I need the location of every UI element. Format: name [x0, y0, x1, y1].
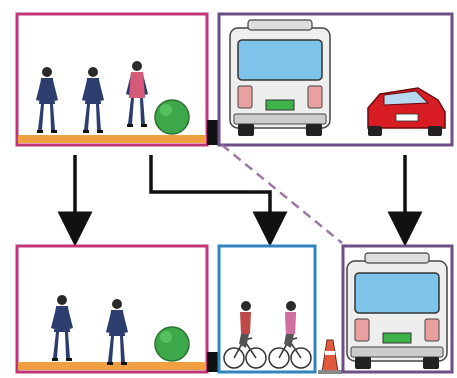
bus-icon [229, 19, 331, 137]
pedestrian-icon [126, 61, 148, 127]
car-icon [367, 87, 446, 136]
shrub-icon [154, 99, 190, 135]
dashed-reallocation-line [221, 144, 343, 244]
curb-block [207, 352, 219, 372]
bottom-bicycle-panel [217, 244, 317, 374]
down-arrow-icon [149, 155, 288, 247]
bottom-bus-panel [341, 244, 454, 374]
shrub-icon [154, 326, 190, 362]
top-pedestrian-panel [15, 12, 209, 147]
top-vehicle-panel [217, 12, 454, 147]
bicycle-icon [268, 300, 312, 369]
bottom-pedestrian-panel [15, 244, 209, 374]
curb-block [207, 120, 219, 145]
bus-icon [346, 252, 448, 370]
traffic-cone-icon [318, 339, 342, 374]
